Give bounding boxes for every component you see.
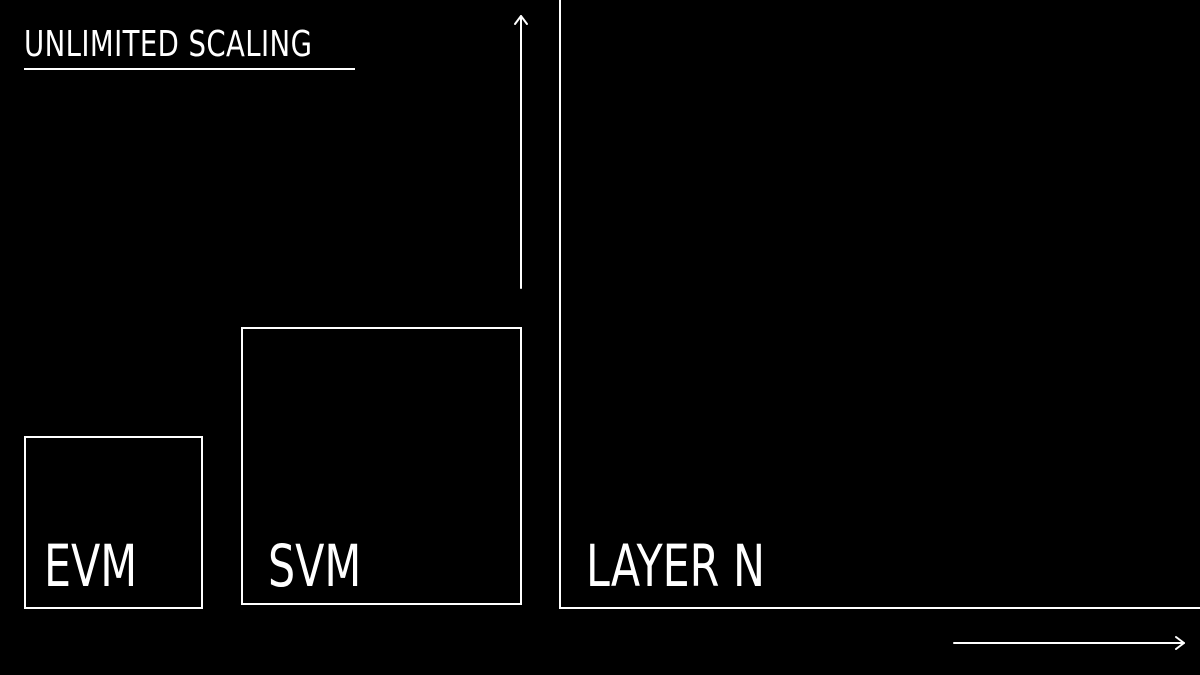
evm-box: [24, 436, 203, 609]
diagram-title: UNLIMITED SCALING: [24, 24, 313, 65]
svm-box: [241, 327, 522, 605]
svm-label: SVM: [268, 532, 362, 600]
evm-label: EVM: [44, 532, 138, 600]
title-underline: [24, 68, 355, 70]
arrow-right-icon: [953, 636, 1185, 650]
layer-n-frame-left-edge: [559, 0, 561, 609]
layer-n-frame-bottom-edge: [559, 607, 1200, 609]
layer-n-label: LAYER N: [586, 532, 765, 600]
arrow-up-icon: [514, 15, 528, 289]
